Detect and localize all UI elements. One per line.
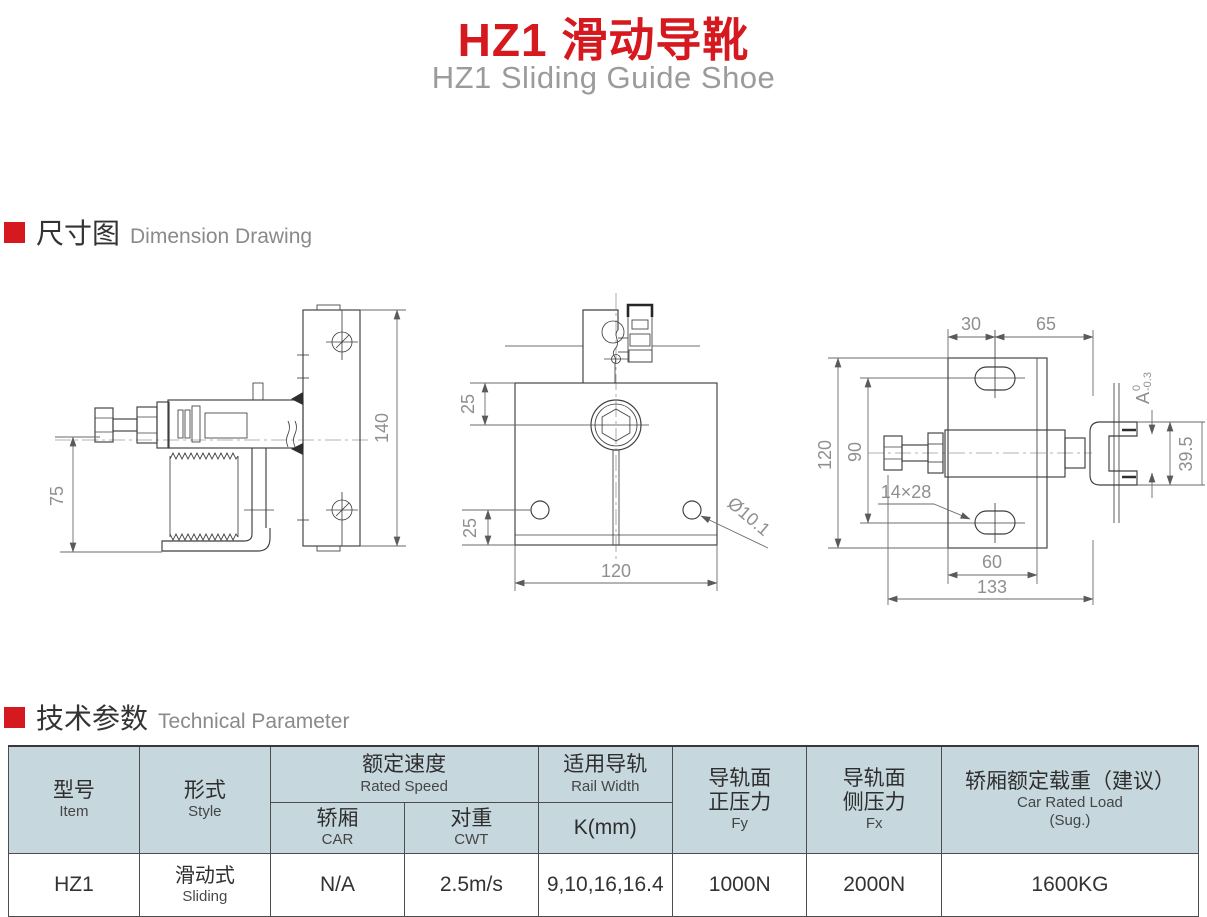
header-car: 轿厢 CAR (269, 802, 406, 854)
technical-parameter-table: 型号 Item 形式 Style 额定速度 Rated Speed 适用导轨 R… (8, 745, 1200, 917)
cell-style: 滑动式 Sliding (138, 853, 271, 917)
header-fy: 导轨面 正压力 Fy (671, 745, 808, 854)
slot-bottom (860, 503, 1025, 543)
rail-clip (618, 303, 654, 363)
dim-25-top: 25 (458, 382, 583, 426)
section-title-zh: 技术参数 (36, 703, 149, 734)
side-view-drawing: 75 140 (47, 304, 406, 553)
top-view-drawing: 30 65 120 90 14×28 60 (815, 314, 1205, 605)
header-rail-width: 适用导轨 Rail Width (537, 745, 673, 803)
header-rated-load: 轿厢额定载重（建议） Car Rated Load (Sug.) (940, 745, 1200, 854)
adjusting-bolt (94, 401, 170, 449)
dim-39-5-label: 39.5 (1176, 436, 1196, 471)
section-dimension-drawing: 尺寸图 Dimension Drawing (4, 212, 312, 252)
header-fx: 导轨面 侧压力 Fx (806, 745, 942, 854)
mounting-hole-left (530, 500, 550, 520)
dim-rail-fit-letter: A (1133, 392, 1153, 404)
dim-133-label: 133 (977, 577, 1007, 597)
dim-65-label: 65 (1036, 314, 1056, 334)
plate-hole-bottom (326, 492, 358, 546)
dim-140: 140 (360, 309, 406, 547)
top-bolt (883, 432, 944, 474)
cell-car: N/A (269, 853, 406, 917)
header-k-mm: K(mm) (537, 802, 673, 854)
dimension-drawings: 75 140 (47, 293, 1205, 605)
dim-rail-fit-upper: 0 (1131, 385, 1143, 391)
slot-top (860, 330, 1025, 398)
dim-25-top-label: 25 (458, 394, 478, 414)
dim-75-label: 75 (47, 486, 67, 506)
dim-90: 90 (845, 377, 872, 524)
spring-body (169, 452, 239, 541)
mounting-hole-right (682, 500, 702, 520)
dim-39-5: 39.5 (1137, 421, 1205, 486)
dim-rail-fit-lower: -0.3 (1142, 372, 1154, 391)
header-style: 形式 Style (138, 745, 271, 854)
cell-fy: 1000N (671, 853, 808, 917)
dim-hole-dia: Ø10.1 (700, 493, 774, 549)
dim-rail-fit: A 0 -0.3 (1131, 372, 1156, 498)
dim-slot: 14×28 (878, 482, 971, 520)
dim-hole-dia-label: Ø10.1 (724, 493, 774, 540)
section-title-en: Dimension Drawing (130, 225, 313, 248)
page-title: HZ1 滑动导靴 (457, 14, 750, 66)
dim-120-top: 120 (815, 357, 948, 549)
cell-fx: 2000N (806, 853, 942, 917)
header-cwt: 对重 CWT (404, 802, 539, 854)
guide-shoe-profile (1089, 383, 1138, 523)
header-item: 型号 Item (8, 745, 140, 854)
cell-load: 1600KG (940, 853, 1200, 917)
dim-75: 75 (47, 436, 100, 553)
section-title-en: Technical Parameter (158, 710, 350, 733)
dim-133: 133 (887, 475, 1094, 605)
section-bullet-icon (4, 706, 25, 728)
section-technical-parameter: 技术参数 Technical Parameter (4, 697, 349, 737)
section-title-zh: 尺寸图 (36, 218, 121, 249)
dim-90-label: 90 (845, 442, 865, 462)
dim-120-front: 120 (514, 545, 718, 591)
dim-120-front-label: 120 (601, 561, 631, 581)
section-bullet-icon (4, 221, 25, 243)
dim-slot-label: 14×28 (881, 482, 932, 502)
dim-30: 30 (947, 314, 996, 358)
dim-65: 65 (994, 314, 1094, 396)
center-hex-bolt (583, 399, 649, 451)
dim-60: 60 (947, 548, 1038, 584)
dim-60-label: 60 (982, 552, 1002, 572)
dim-120-top-label: 120 (815, 440, 835, 470)
header-rated-speed: 额定速度 Rated Speed (269, 745, 539, 803)
dim-25-bottom-label: 25 (460, 518, 480, 538)
table-row-hz1: HZ1 滑动式 Sliding N/A 2.5m/s 9,10,16,16.4 … (8, 853, 1200, 917)
cell-k: 9,10,16,16.4 (537, 853, 673, 917)
front-view-drawing: 25 25 120 Ø10.1 (458, 293, 774, 591)
dim-30-label: 30 (961, 314, 981, 334)
cell-item: HZ1 (8, 853, 140, 917)
dim-25-bottom: 25 (460, 509, 531, 546)
dim-140-label: 140 (372, 413, 392, 443)
cell-cwt: 2.5m/s (404, 853, 539, 917)
page-subtitle: HZ1 Sliding Guide Shoe (431, 60, 776, 95)
plate-hole-top (326, 310, 358, 360)
